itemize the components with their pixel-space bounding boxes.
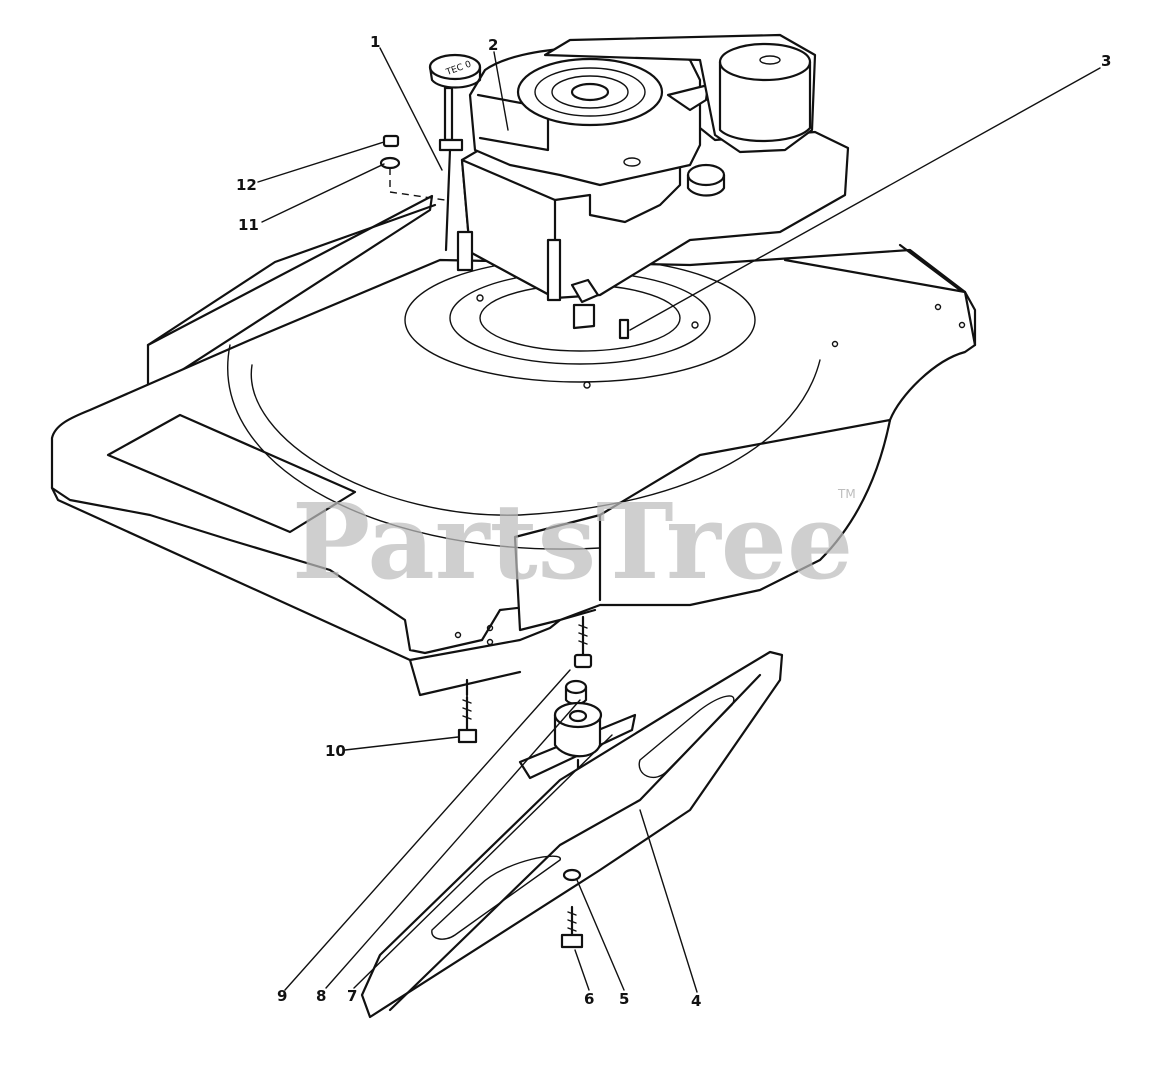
blade-assembly (360, 615, 784, 1019)
callout-6: 6 (584, 990, 594, 1008)
callout-8: 8 (316, 987, 326, 1005)
callout-5: 5 (619, 990, 629, 1008)
callout-2: 2 (488, 36, 498, 54)
watermark: PartsTree (292, 480, 853, 603)
dipstick: TEC 0 (428, 53, 562, 302)
watermark-trademark: TM (837, 487, 856, 501)
key-3 (618, 318, 630, 340)
callout-4: 4 (691, 992, 701, 1010)
callout-7: 7 (347, 987, 357, 1005)
washer-11 (379, 156, 401, 170)
callout-3: 3 (1101, 52, 1111, 70)
callout-12: 12 (236, 176, 257, 194)
callout-11: 11 (238, 216, 259, 234)
callout-1: 1 (370, 33, 380, 51)
hardware-top (379, 134, 630, 340)
nut-12 (382, 134, 400, 148)
callout-10: 10 (325, 742, 346, 760)
callout-9: 9 (277, 987, 287, 1005)
leader-lines (257, 47, 1101, 993)
callout-labels: 1 2 3 4 5 6 7 8 9 10 11 12 (236, 33, 1111, 1010)
mower-deck (50, 194, 977, 697)
